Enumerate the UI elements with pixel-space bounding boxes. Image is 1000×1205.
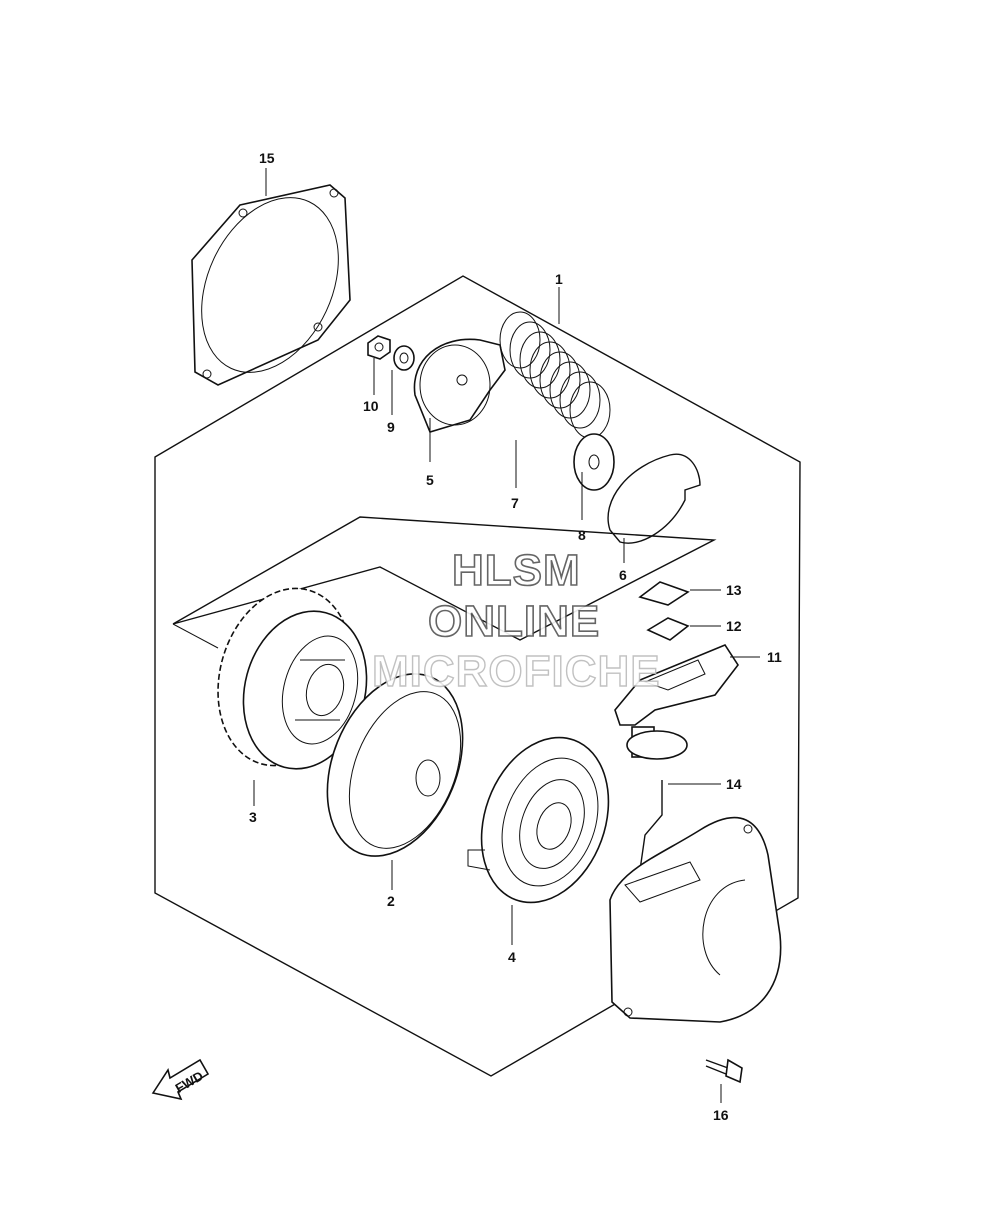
- callout-12: 12: [726, 618, 742, 634]
- callout-16: 16: [713, 1107, 729, 1123]
- callout-10: 10: [363, 398, 379, 414]
- pad-part-13: [638, 581, 690, 606]
- pad-part-12: [646, 617, 690, 641]
- watermark-line-3: MICROFICHE: [372, 647, 661, 696]
- callout-2: 2: [387, 893, 395, 909]
- subassembly-frame: [172, 516, 717, 641]
- watermark-line-2: ONLINE: [428, 597, 600, 646]
- washer-part-8: [573, 433, 615, 491]
- callout-11: 11: [767, 649, 782, 665]
- frame-leader: [172, 623, 219, 649]
- callout-14: 14: [726, 776, 742, 792]
- pulley-part-2: [326, 673, 464, 857]
- reel-gear-part-3: [217, 587, 368, 770]
- watermark: HLSM ONLINE MICROFICHE: [371, 545, 661, 697]
- callout-1: 1: [555, 271, 563, 287]
- nut-part-10: [367, 335, 391, 360]
- leader-lines: [253, 168, 760, 1103]
- fwd-arrow-icon: FWD: [151, 1058, 210, 1101]
- washer-part-9: [393, 345, 415, 371]
- bolt-part-16: [705, 1058, 743, 1084]
- callout-7: 7: [511, 495, 519, 511]
- callout-6: 6: [619, 567, 627, 583]
- spring-part-7: [499, 311, 611, 439]
- ratchet-plate-part-5: [413, 338, 506, 433]
- watermark-line-1: HLSM: [452, 546, 581, 595]
- recoil-spring-part-4: [467, 736, 610, 904]
- callout-8: 8: [578, 527, 586, 543]
- callout-5: 5: [426, 472, 434, 488]
- clip-part-6: [607, 453, 701, 544]
- callout-3: 3: [249, 809, 257, 825]
- callout-13: 13: [726, 582, 742, 598]
- callout-9: 9: [387, 419, 395, 435]
- callout-4: 4: [508, 949, 516, 965]
- starter-housing: [609, 816, 782, 1023]
- callout-15: 15: [259, 150, 275, 166]
- gasket-part-15: [191, 184, 351, 386]
- handle-part-11: [614, 644, 739, 760]
- assembly-boundary: [154, 275, 801, 1077]
